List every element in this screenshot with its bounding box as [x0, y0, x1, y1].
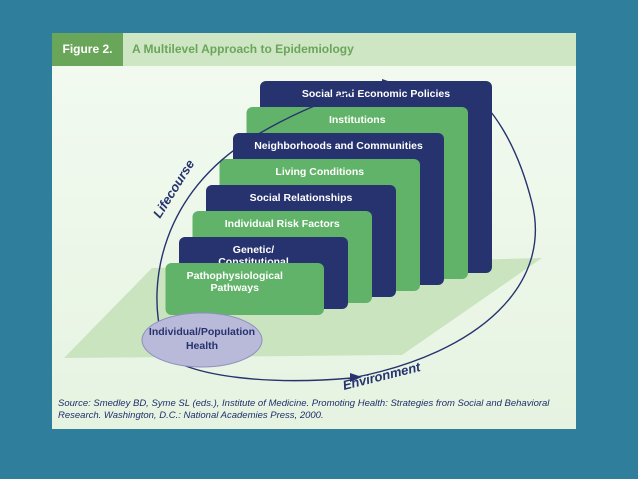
lifecourse-arrowhead: [382, 79, 394, 88]
lifecourse-label: Lifecourse: [150, 157, 198, 221]
level-label-8: Pathways: [211, 282, 260, 294]
level-label-7: Genetic/: [233, 244, 275, 256]
level-label-1: Social and Economic Policies: [302, 88, 450, 100]
source-citation: Source: Smedley BD, Syme SL (eds.), Inst…: [58, 398, 550, 421]
figure-number: Figure 2.: [52, 33, 123, 66]
multilevel-diagram: Social and Economic PoliciesInstitutions…: [64, 79, 542, 393]
environment-label: Environment: [341, 359, 422, 393]
individual-health-ellipse: [141, 312, 263, 368]
level-label-2: Institutions: [329, 114, 386, 126]
level-label-8: Pathophysiological: [187, 270, 283, 282]
environment-arrowhead: [350, 373, 362, 382]
lifecourse-arrow: [156, 82, 383, 339]
base-label-line1: Individual/Population: [149, 326, 255, 338]
level-block-8: [165, 263, 324, 315]
base-label-line2: Health: [186, 340, 218, 352]
level-label-6: Individual Risk Factors: [225, 218, 340, 230]
figure-title: A Multilevel Approach to Epidemiology: [132, 42, 354, 56]
figure-header: Figure 2. A Multilevel Approach to Epide…: [52, 33, 576, 66]
figure: Figure 2. A Multilevel Approach to Epide…: [52, 33, 576, 429]
level-label-5: Social Relationships: [250, 192, 353, 204]
level-label-4: Living Conditions: [275, 166, 364, 178]
environment-arc: [351, 92, 537, 379]
level-blocks: Social and Economic PoliciesInstitutions…: [165, 81, 492, 315]
level-label-3: Neighborhoods and Communities: [254, 140, 423, 152]
